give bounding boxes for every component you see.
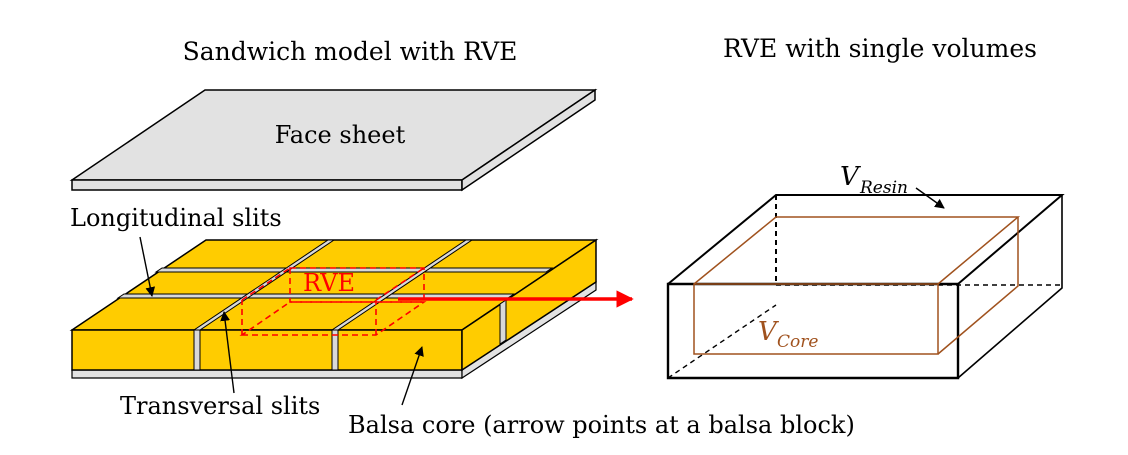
transversal-slit [192,239,336,371]
transversal-slits-label: Transversal slits [120,392,320,420]
transversal-slits-arrow [220,311,235,394]
rve-marker [239,267,427,336]
transversal-slit [330,239,474,371]
face-sheet [69,88,598,192]
side-slit [499,299,507,345]
rve-label: RVE [303,269,355,297]
balsa-core-arrow [401,346,424,406]
v-core-subscript: Core [777,332,818,352]
right-title: RVE with single volumes [723,34,1037,63]
rve-box [666,194,1065,380]
v-core-symbol: V [758,317,779,347]
longitudinal-slits-arrow [139,236,156,297]
v-resin-arrow [915,187,945,209]
balsa-core-label: Balsa core (arrow points at a balsa bloc… [348,411,855,439]
longitudinal-slits-label: Longitudinal slits [70,204,282,232]
left-title: Sandwich model with RVE [183,37,518,66]
face-sheet-label: Face sheet [275,121,406,149]
balsa-core [69,238,599,380]
core-volume [693,216,1021,355]
v-resin-label: V Resin [840,162,908,198]
v-resin-subscript: Resin [859,178,908,198]
v-core-label: V Core [758,317,818,352]
v-resin-symbol: V [840,162,861,192]
